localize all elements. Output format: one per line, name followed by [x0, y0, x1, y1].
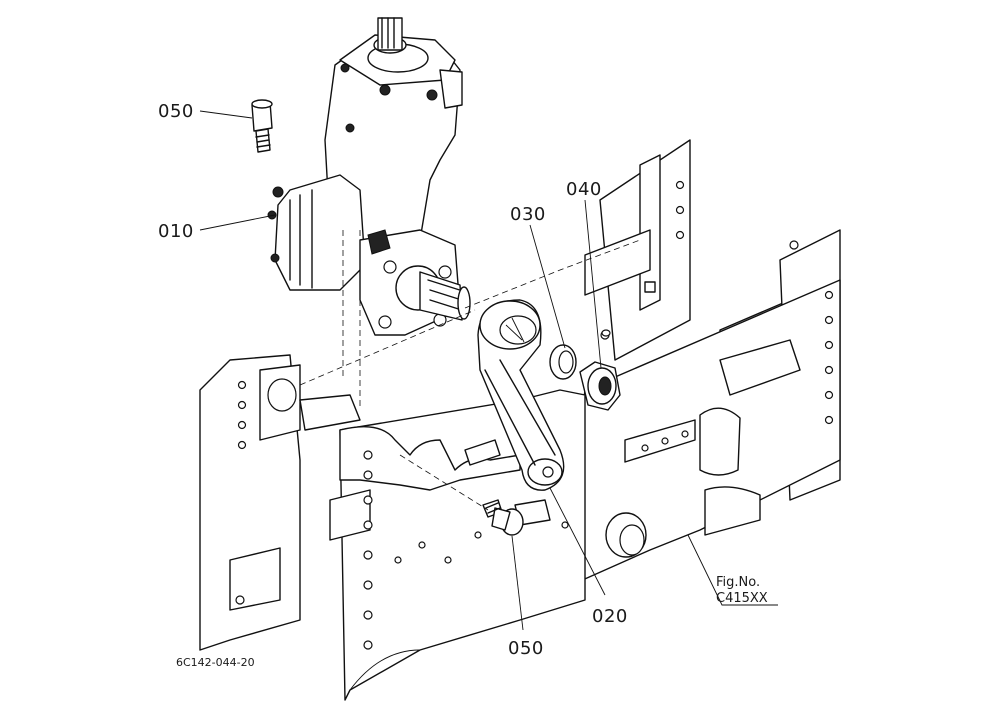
alignment-line — [399, 454, 489, 511]
leader-020 — [549, 487, 606, 596]
fig-no-label: Fig.No. — [716, 575, 760, 590]
label-030: 030 — [510, 204, 546, 225]
alignment-line — [299, 309, 476, 386]
bolt-bottom — [482, 499, 524, 536]
leader-050-bottom — [511, 535, 524, 631]
alignment-line — [464, 239, 641, 309]
castle-nut — [579, 329, 621, 411]
leader-050-top — [199, 110, 253, 119]
label-020: 020 — [592, 606, 628, 627]
pitman-arm — [477, 299, 565, 491]
leader-fig — [687, 534, 778, 606]
bolt-top — [251, 99, 273, 153]
lock-washer — [549, 344, 577, 380]
label-050-top: 050 — [158, 101, 194, 122]
leader-030 — [529, 224, 566, 349]
label-040: 040 — [566, 179, 602, 200]
label-010: 010 — [158, 221, 194, 242]
leader-010 — [199, 214, 276, 231]
fig-no-value: C415XX — [716, 591, 768, 606]
right-frame-rail — [559, 139, 841, 591]
leader-040 — [584, 199, 602, 369]
left-frame-rail — [199, 354, 361, 651]
steering-gear-box — [267, 17, 471, 410]
drawing-code: 6C142-044-20 — [176, 656, 255, 669]
label-050-bottom: 050 — [508, 638, 544, 659]
